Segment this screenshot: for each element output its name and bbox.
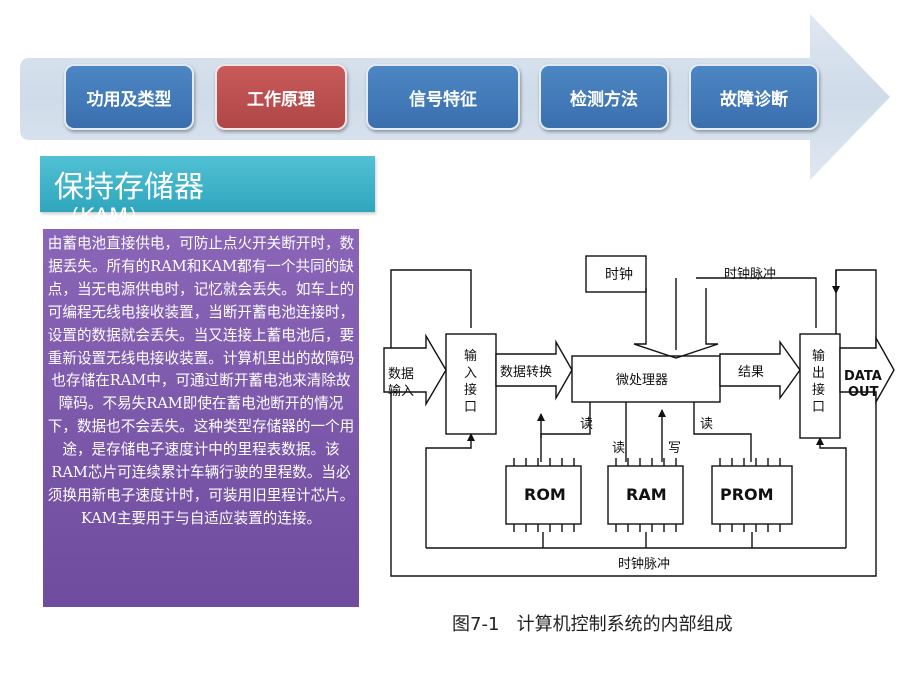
data-input-label-2: 输入 bbox=[388, 383, 414, 399]
prom-label: PROM bbox=[720, 485, 774, 504]
nav-tab-signal-features[interactable]: 信号特征 bbox=[366, 64, 520, 130]
nav-tab-detection-methods[interactable]: 检测方法 bbox=[539, 64, 669, 130]
input-interface-char-2: 入 bbox=[464, 366, 477, 381]
input-interface-char-4: 口 bbox=[464, 400, 477, 415]
description-panel: 由蓄电池直接供电，可防止点火开关断开时，数据丢失。所有的RAM和KAM都有一个共… bbox=[43, 229, 359, 607]
input-interface-char-1: 输 bbox=[464, 348, 477, 364]
read-label-rom: 读 bbox=[580, 417, 593, 432]
microprocessor-box bbox=[571, 355, 721, 403]
data-out-arrow bbox=[839, 335, 895, 405]
read-label-prom: 读 bbox=[700, 417, 713, 432]
clock-pulse-bottom-label: 时钟脉冲 bbox=[618, 556, 670, 572]
microprocessor-label: 微处理器 bbox=[616, 373, 668, 388]
read-label-ram: 读 bbox=[612, 441, 625, 456]
data-input-label-1: 数据 bbox=[388, 367, 414, 382]
nav-tab-fault-diagnosis[interactable]: 故障诊断 bbox=[689, 64, 819, 130]
rom-chip bbox=[505, 465, 582, 525]
output-interface-char-1: 输 bbox=[812, 348, 825, 364]
result-label: 结果 bbox=[738, 365, 764, 380]
prom-chip bbox=[711, 465, 793, 525]
nav-tab-function-types[interactable]: 功用及类型 bbox=[64, 64, 194, 130]
clock-label: 时钟 bbox=[605, 266, 633, 283]
data-input-arrow bbox=[383, 333, 447, 407]
computer-system-diagram: 时钟 时钟脉冲 数据 输入 输 入 接 口 数据转换 微处理器 结果 输 出 接… bbox=[383, 255, 895, 577]
input-interface-char-3: 接 bbox=[464, 382, 477, 398]
data-conversion-label: 数据转换 bbox=[500, 365, 552, 380]
output-interface-char-3: 接 bbox=[812, 382, 825, 398]
rom-label: ROM bbox=[524, 485, 566, 504]
output-interface-char-4: 口 bbox=[812, 400, 825, 415]
ram-label: RAM bbox=[626, 485, 667, 504]
data-out-label-1: DATA bbox=[844, 369, 882, 384]
data-out-label-2: OUT bbox=[848, 385, 879, 400]
clock-box bbox=[585, 255, 647, 293]
figure-caption: 图7-1 计算机控制系统的内部组成 bbox=[452, 614, 733, 635]
write-label-ram: 写 bbox=[668, 441, 681, 456]
ram-chip bbox=[607, 465, 684, 525]
output-interface-char-2: 出 bbox=[812, 366, 825, 381]
clock-pulse-top-label: 时钟脉冲 bbox=[724, 266, 776, 282]
nav-tab-working-principle[interactable]: 工作原理 bbox=[215, 64, 347, 130]
section-subtitle: （KAM） bbox=[58, 207, 151, 227]
loop-top-left-line bbox=[390, 269, 472, 348]
section-title: 保持存储器 bbox=[40, 156, 375, 212]
